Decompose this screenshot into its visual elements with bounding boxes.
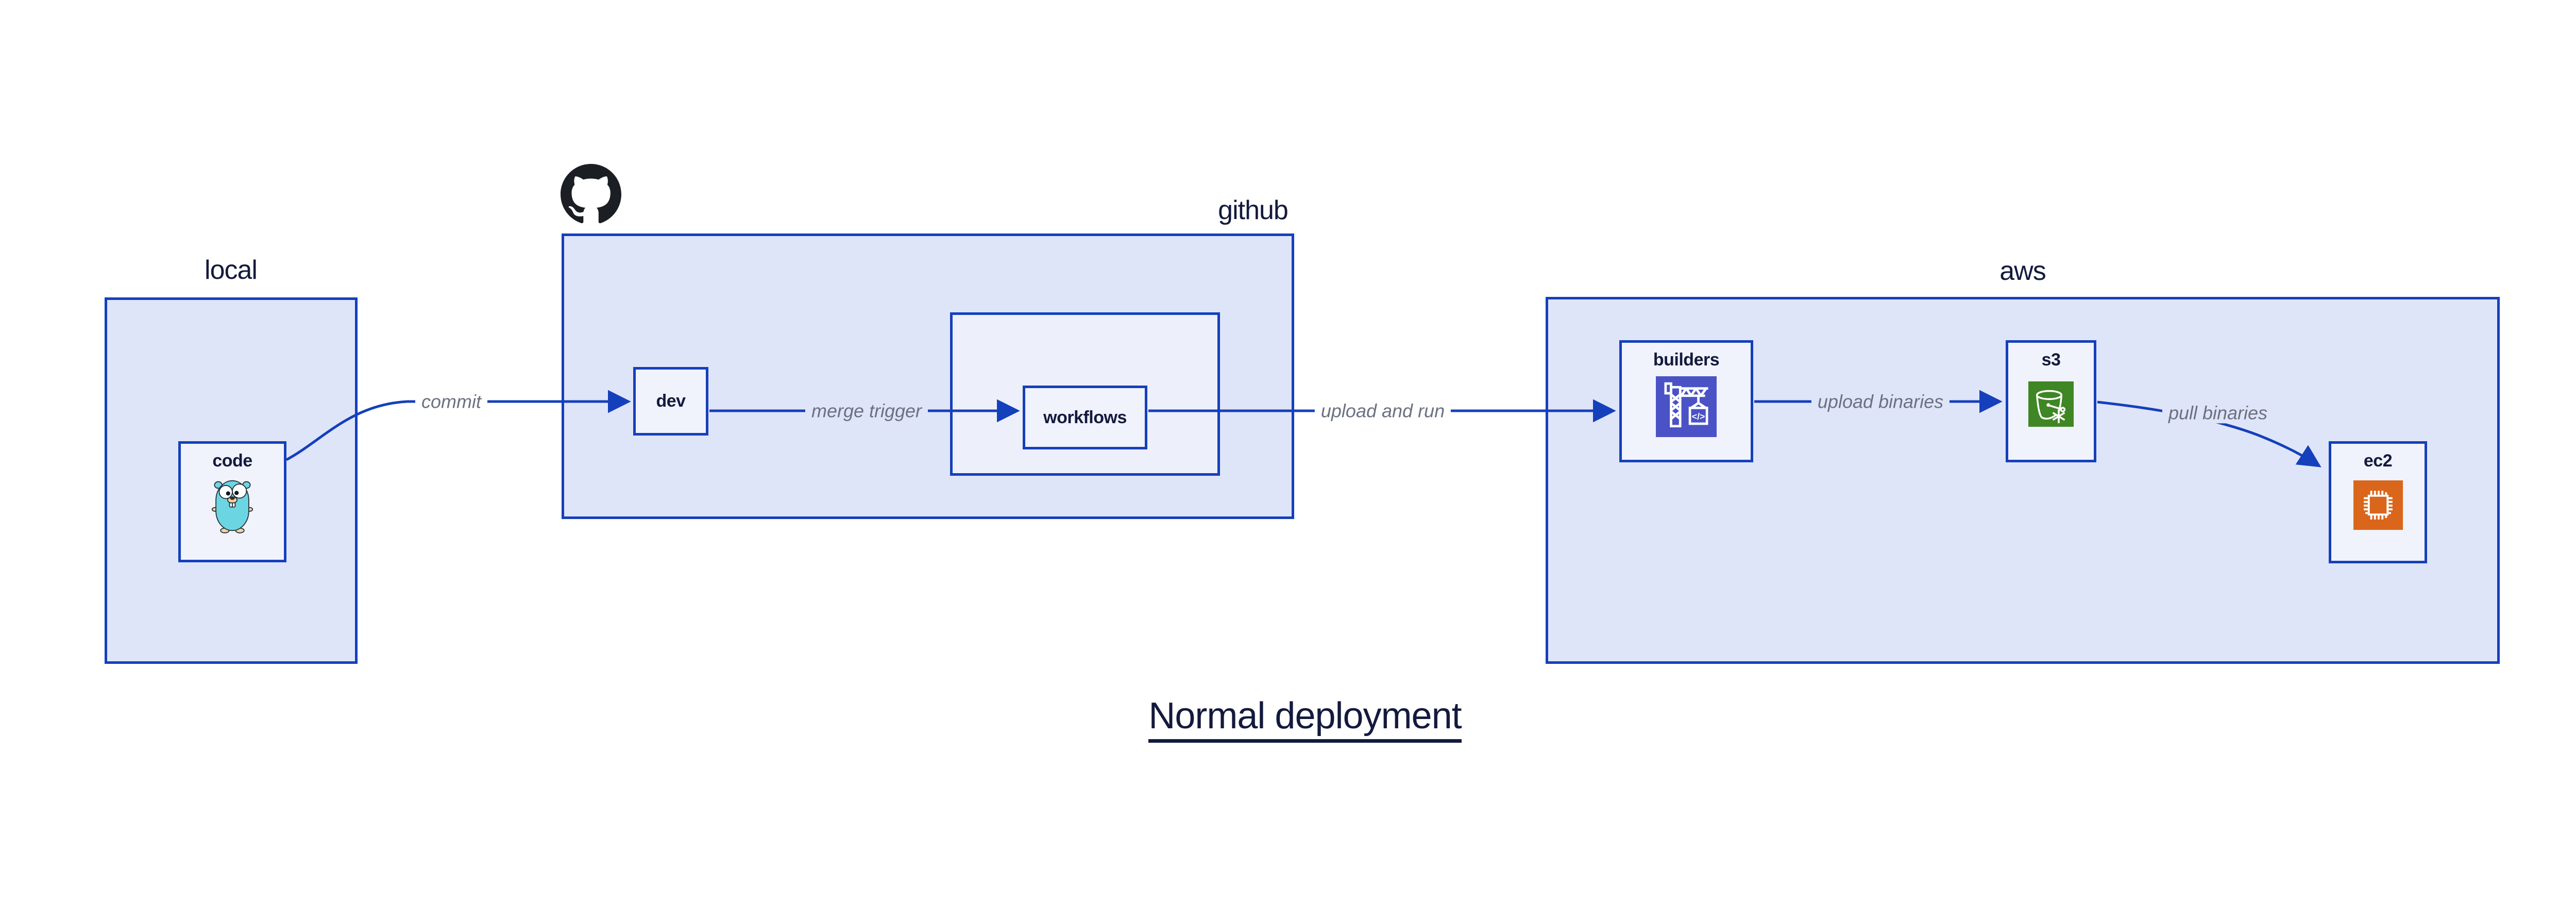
node-code: code <box>178 441 286 562</box>
s3-bucket-snowflake-icon <box>2028 381 2074 427</box>
node-workflows: workflows <box>1023 386 1147 449</box>
local-container-label: local <box>205 255 258 285</box>
github-octocat-icon <box>561 164 621 224</box>
node-s3: s3 <box>2006 340 2096 462</box>
codebuild-crane-icon: </> <box>1656 376 1717 437</box>
node-ec2: ec2 <box>2329 441 2427 563</box>
node-ec2-label: ec2 <box>2363 451 2393 471</box>
edge-merge-trigger-label: merge trigger <box>805 400 928 422</box>
edge-upload-binaries-label: upload binaries <box>1811 391 1950 412</box>
go-gopher-icon <box>211 480 253 533</box>
node-s3-label: s3 <box>2041 350 2061 370</box>
codebuild-code-glyph: </> <box>1692 411 1705 422</box>
edge-commit-arrow <box>285 390 631 461</box>
aws-container-label: aws <box>1999 256 2046 286</box>
node-dev-label: dev <box>656 391 686 411</box>
diagram-title: Normal deployment <box>1099 695 1511 743</box>
node-code-label: code <box>212 451 252 471</box>
edge-pull-binaries-arrow <box>2097 400 2321 467</box>
node-builders: builders </> <box>1619 340 1753 462</box>
node-dev: dev <box>633 367 708 436</box>
node-workflows-label: workflows <box>1043 407 1127 427</box>
edge-pull-binaries-label: pull binaries <box>2162 402 2274 424</box>
node-builders-label: builders <box>1653 350 1720 370</box>
ec2-chip-icon <box>2353 480 2403 530</box>
edge-upload-and-run-label: upload and run <box>1314 400 1451 422</box>
github-container-label: github <box>1218 195 1289 225</box>
diagram-title-text: Normal deployment <box>1148 695 1462 743</box>
edge-commit-label: commit <box>415 391 487 412</box>
